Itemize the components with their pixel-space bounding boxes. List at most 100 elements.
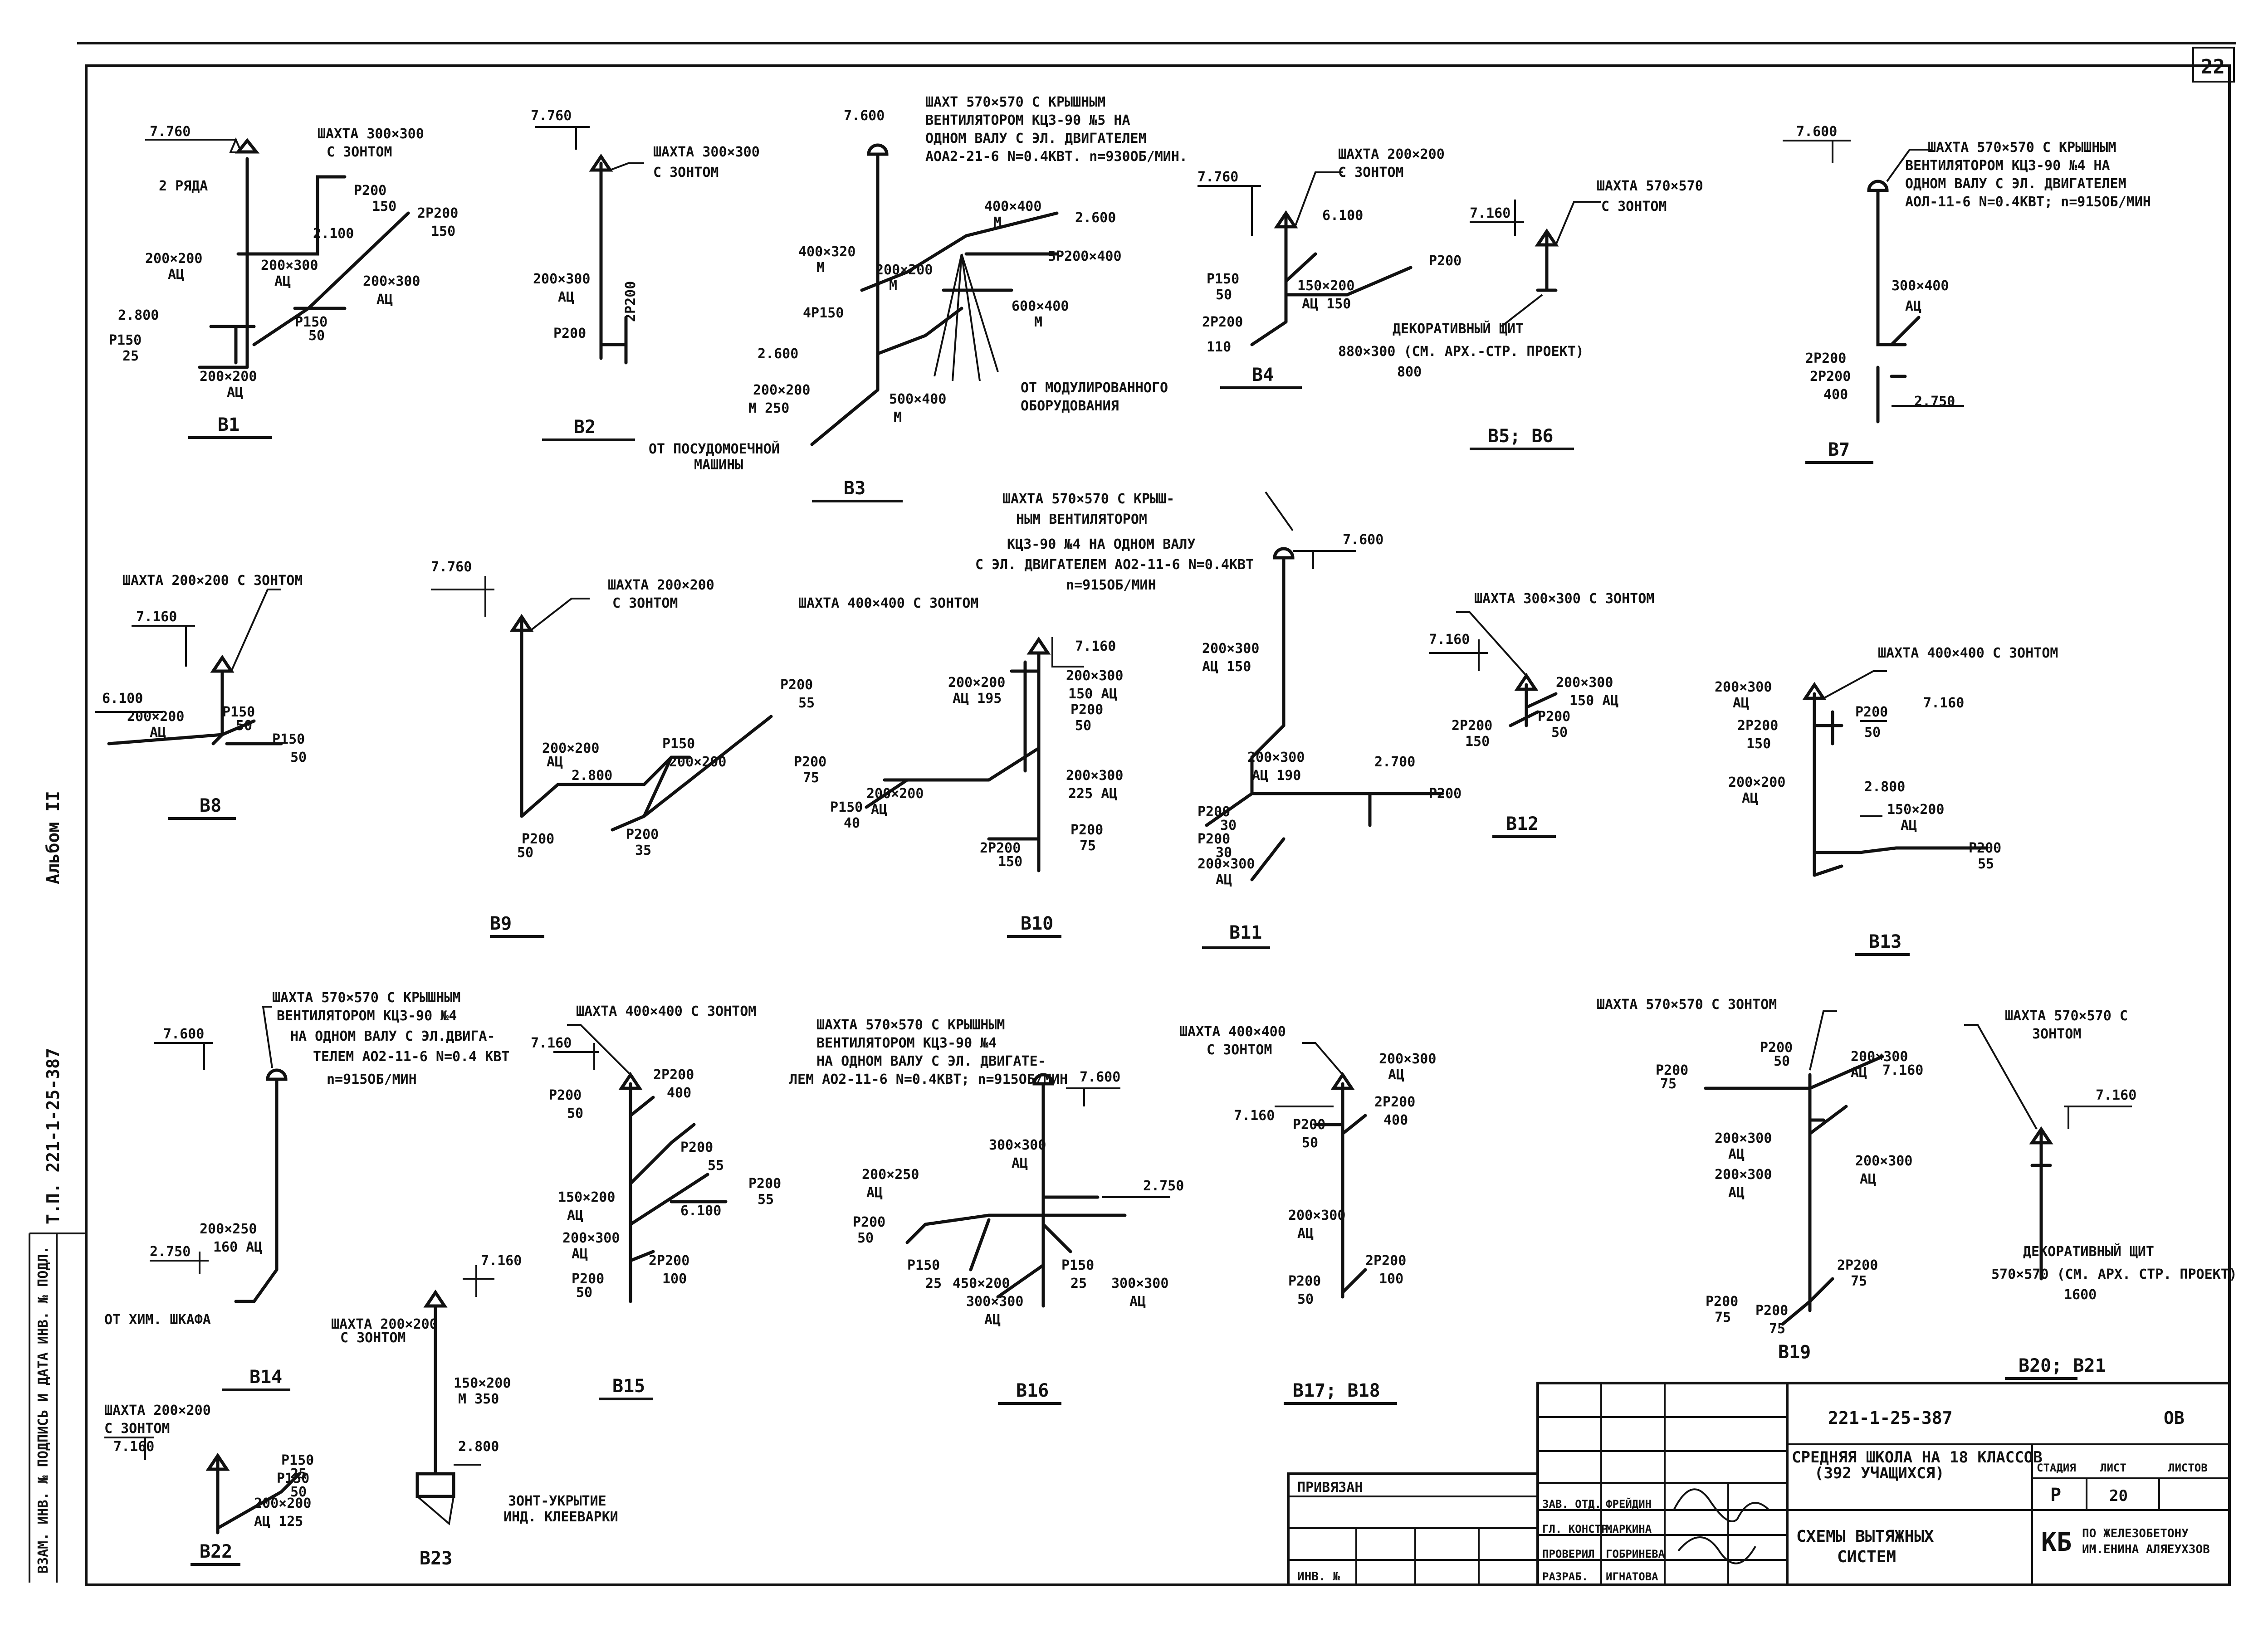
svg-text:150: 150: [372, 199, 396, 214]
svg-text:МАРКИНА: МАРКИНА: [1606, 1523, 1652, 1535]
side-album: Альбом II: [43, 791, 63, 884]
system-b10: [865, 636, 1084, 872]
org-name: ПО ЖЕЛЕЗОБЕТОНУ: [2082, 1527, 2189, 1540]
svg-text:С ЗОНТОМ: С ЗОНТОМ: [612, 595, 678, 611]
svg-text:ОТ ХИМ. ШКАФА: ОТ ХИМ. ШКАФА: [104, 1312, 211, 1328]
svg-text:АЦ: АЦ: [1901, 818, 1917, 833]
svg-text:ЗАВ. ОТД.: ЗАВ. ОТД.: [1542, 1498, 1601, 1510]
svg-text:200×200: 200×200: [866, 786, 924, 802]
svg-text:200×200: 200×200: [1728, 775, 1785, 790]
svg-text:ГЛ. КОНСТР.: ГЛ. КОНСТР.: [1542, 1523, 1614, 1535]
svg-text:С ЗОНТОМ: С ЗОНТОМ: [1338, 165, 1404, 180]
svg-text:АЦ: АЦ: [984, 1312, 1001, 1328]
labels-b16: ШАХТА 570×570 С КРЫШНЫМ ВЕНТИЛЯТОРОМ КЦ3…: [789, 1017, 1184, 1328]
svg-text:М: М: [993, 214, 1002, 230]
svg-text:Р200: Р200: [1070, 822, 1103, 838]
svg-text:Р200: Р200: [680, 1140, 713, 1155]
svg-text:200×200: 200×200: [200, 369, 257, 385]
svg-text:ДЕКОРАТИВНЫЙ ЩИТ: ДЕКОРАТИВНЫЙ ЩИТ: [1393, 321, 1524, 337]
page-number: 22: [2201, 55, 2225, 78]
svg-text:200×300: 200×300: [1066, 768, 1123, 784]
svg-text:160 АЦ: 160 АЦ: [213, 1239, 262, 1255]
system-label-b7: В7: [1828, 439, 1850, 460]
svg-text:7.160: 7.160: [1075, 638, 1116, 654]
svg-text:ОДНОМ ВАЛУ С ЭЛ. ДВИГАТЕЛЕМ: ОДНОМ ВАЛУ С ЭЛ. ДВИГАТЕЛЕМ: [1905, 176, 2126, 192]
svg-text:200×300: 200×300: [1715, 1130, 1772, 1146]
svg-text:Р200: Р200: [1198, 804, 1230, 820]
svg-text:Р200: Р200: [794, 754, 826, 770]
svg-text:7.600: 7.600: [1080, 1069, 1120, 1085]
svg-text:2Р200: 2Р200: [417, 205, 458, 221]
svg-text:Р150: Р150: [907, 1257, 940, 1273]
svg-text:2.700: 2.700: [1374, 754, 1415, 770]
svg-text:Р200: Р200: [1969, 840, 2001, 856]
svg-text:50: 50: [1774, 1053, 1790, 1069]
svg-text:800: 800: [1397, 364, 1422, 380]
svg-text:ВЕНТИЛЯТОРОМ КЦ3-90 №4: ВЕНТИЛЯТОРОМ КЦ3-90 №4: [277, 1008, 457, 1024]
svg-text:АОЛ-11-6 N=0.4КВТ; n=915ОБ/МИН: АОЛ-11-6 N=0.4КВТ; n=915ОБ/МИН: [1905, 194, 2151, 210]
svg-text:200×250: 200×250: [200, 1221, 257, 1237]
svg-text:Р200: Р200: [1429, 253, 1461, 269]
svg-text:500×400: 500×400: [889, 391, 946, 407]
svg-text:Р200: Р200: [522, 831, 554, 847]
svg-text:200×300: 200×300: [261, 258, 318, 273]
svg-text:150: 150: [1746, 736, 1771, 752]
svg-text:50: 50: [576, 1285, 592, 1301]
svg-text:200×300: 200×300: [533, 271, 590, 287]
system-label-b1718: В17; В18: [1293, 1380, 1380, 1401]
svg-text:7.160: 7.160: [1470, 205, 1510, 221]
sheets-header: ЛИСТОВ: [2168, 1462, 2208, 1474]
svg-text:150 АЦ: 150 АЦ: [1068, 686, 1117, 702]
labels-b2021: ШАХТА 570×570 С ЗОНТОМ 7.160 ДЕКОРАТИВНЫ…: [1991, 1008, 2237, 1303]
svg-text:АЦ 195: АЦ 195: [953, 691, 1002, 706]
system-b2: [535, 126, 644, 365]
svg-text:АОА2-21-6 N=0.4КВТ. n=930ОБ/МИ: АОА2-21-6 N=0.4КВТ. n=930ОБ/МИН.: [925, 149, 1188, 165]
svg-text:М: М: [1034, 314, 1042, 330]
svg-text:1600: 1600: [2064, 1287, 2097, 1303]
svg-text:Р200: Р200: [626, 827, 659, 843]
svg-text:2.600: 2.600: [1075, 210, 1116, 226]
svg-text:ИНД. КЛЕЕВАРКИ: ИНД. КЛЕЕВАРКИ: [503, 1509, 618, 1525]
svg-text:200×200: 200×200: [542, 741, 599, 756]
svg-text:ТЕЛЕМ АО2-11-6 N=0.4 КВТ: ТЕЛЕМ АО2-11-6 N=0.4 КВТ: [313, 1049, 509, 1065]
svg-text:ШАХТА 400×400: ШАХТА 400×400: [1179, 1024, 1286, 1040]
svg-text:Р200: Р200: [1429, 786, 1461, 802]
svg-text:АЦ: АЦ: [871, 802, 887, 818]
svg-text:С ЗОНТОМ: С ЗОНТОМ: [1601, 199, 1667, 214]
svg-text:5Р200×400: 5Р200×400: [1048, 248, 1122, 264]
svg-text:Р150: Р150: [1207, 271, 1239, 287]
svg-text:ШАХТА 200×200: ШАХТА 200×200: [1338, 146, 1445, 162]
org-logo: КБ: [2041, 1528, 2072, 1557]
system-b23: [415, 1265, 494, 1525]
stage-header: СТАДИЯ: [2037, 1462, 2076, 1474]
svg-text:Р150: Р150: [662, 736, 695, 752]
svg-text:ШАХТА 400×400 С ЗОНТОМ: ШАХТА 400×400 С ЗОНТОМ: [576, 1004, 756, 1019]
svg-text:n=915ОБ/МИН: n=915ОБ/МИН: [1066, 577, 1156, 593]
title-sheet-mark: ОВ: [2164, 1408, 2185, 1428]
svg-text:2.800: 2.800: [572, 768, 612, 784]
svg-text:200×300: 200×300: [1288, 1208, 1345, 1223]
svg-text:Р150: Р150: [830, 799, 863, 815]
svg-text:ШАХТА 300×300 С ЗОНТОМ: ШАХТА 300×300 С ЗОНТОМ: [1474, 591, 1654, 607]
sheet-header: ЛИСТ: [2100, 1462, 2126, 1474]
svg-text:АЦ: АЦ: [227, 385, 243, 400]
svg-text:ШАХТА 300×300: ШАХТА 300×300: [318, 126, 424, 142]
svg-text:АЦ: АЦ: [1733, 695, 1749, 711]
svg-text:2Р200: 2Р200: [980, 840, 1021, 856]
svg-text:7.160: 7.160: [2096, 1087, 2136, 1103]
svg-text:АЦ: АЦ: [1388, 1067, 1404, 1083]
svg-text:200×300: 200×300: [1715, 679, 1772, 695]
svg-text:2.800: 2.800: [458, 1439, 499, 1455]
system-label-b19: В19: [1778, 1342, 1811, 1363]
svg-text:АЦ: АЦ: [1216, 872, 1232, 888]
svg-text:С ЗОНТОМ: С ЗОНТОМ: [1207, 1042, 1272, 1058]
svg-text:АЦ 150: АЦ 150: [1302, 296, 1351, 312]
svg-text:АЦ: АЦ: [547, 754, 563, 770]
svg-text:Р200: Р200: [1760, 1040, 1793, 1056]
svg-text:400: 400: [1383, 1112, 1408, 1128]
svg-text:30: 30: [1220, 818, 1237, 833]
svg-text:110: 110: [1207, 339, 1231, 355]
side-code: Т.П. 221-1-25-387: [43, 1048, 63, 1224]
svg-text:С ЗОНТОМ: С ЗОНТОМ: [327, 144, 392, 160]
svg-text:Р200: Р200: [1288, 1273, 1321, 1289]
